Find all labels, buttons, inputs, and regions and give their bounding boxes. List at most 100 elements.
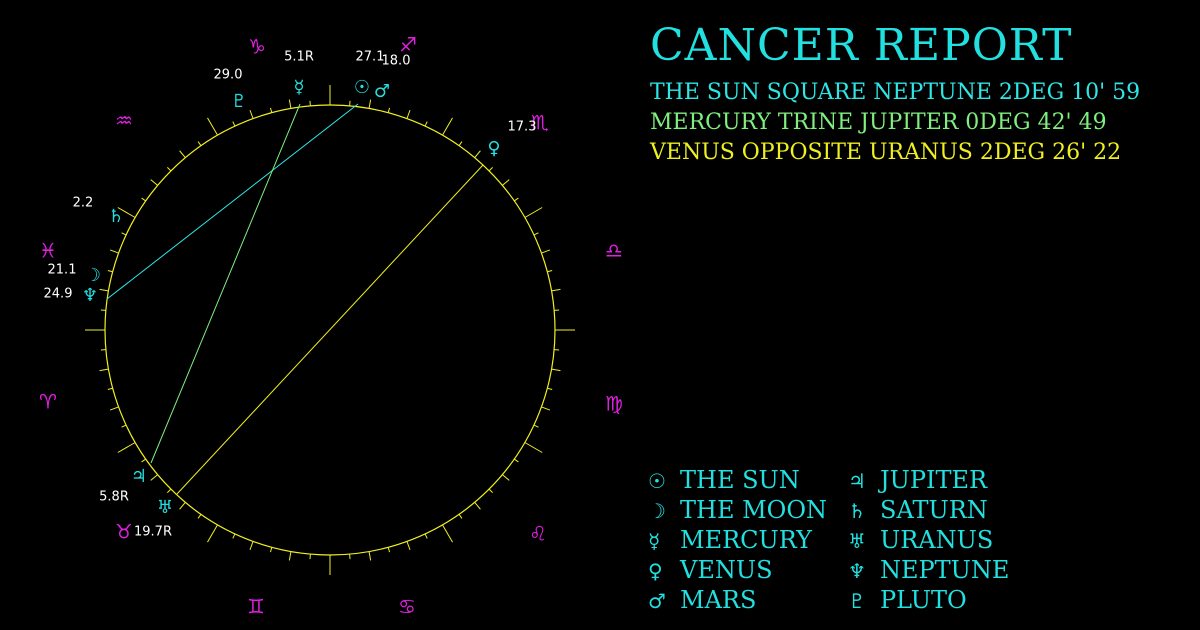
wheel-tick [179, 502, 186, 510]
capricorn-sign-icon: ♑ [248, 35, 266, 59]
aspect-sun-square-neptune: THE SUN SQUARE NEPTUNE 2DEG 10' 59 [650, 80, 1141, 105]
neptune-planet-icon: ♆ [82, 285, 98, 306]
mars-planet-icon: ♂ [374, 81, 390, 102]
pluto-icon: ♇ [848, 589, 866, 613]
wheel-tick [121, 232, 127, 236]
neptune-icon: ♆ [848, 559, 866, 583]
leo-sign-icon: ♌ [529, 522, 547, 546]
report-title: CANCER REPORT [650, 20, 1073, 71]
aspect-line-mercury-jupiter [150, 103, 301, 464]
mercury-degree-label: 5.1R [284, 50, 314, 65]
aquarius-sign-icon: ♒ [115, 109, 133, 133]
wheel-tick [524, 207, 543, 218]
libra-sign-icon: ♎ [605, 239, 623, 263]
legend-item-mars: ♂ MARS [648, 586, 756, 614]
wheel-tick [442, 524, 453, 543]
wheel-tick [406, 541, 411, 551]
jupiter-planet-icon: ♃ [131, 466, 147, 487]
legend-label: SATURN [880, 496, 988, 524]
mars-icon: ♂ [648, 589, 666, 613]
wheel-tick [368, 551, 372, 561]
wheel-tick [288, 551, 292, 561]
wheel-tick [502, 474, 510, 481]
legend-item-jupiter: ♃ JUPITER [848, 466, 987, 494]
saturn-planet-icon: ♄ [108, 206, 124, 227]
wheel-tick [249, 109, 254, 119]
wheel-tick [207, 524, 218, 543]
wheel-tick [514, 197, 519, 202]
saturn-icon: ♄ [848, 499, 866, 523]
legend-label: THE SUN [680, 466, 800, 494]
wheel-tick [488, 167, 493, 172]
gemini-sign-icon: ♊ [247, 595, 265, 619]
wheel-tick [547, 269, 553, 273]
wheel-tick [424, 533, 428, 539]
uranus-degree-label: 19.7R [134, 525, 172, 540]
legend-item-mercury: ☿ MERCURY [648, 526, 812, 554]
wheel-tick [269, 107, 273, 113]
venus-planet-icon: ♀ [487, 138, 500, 159]
wheel-tick [107, 387, 113, 391]
uranus-icon: ♅ [848, 529, 866, 553]
virgo-sign-icon: ♍ [605, 392, 623, 416]
moon-planet-icon: ☽ [85, 265, 101, 286]
aspect-line-sun-neptune [106, 103, 359, 300]
wheel-tick [524, 442, 543, 453]
wheel-tick [288, 99, 292, 109]
pluto-degree-label: 29.0 [214, 68, 243, 83]
wheel-tick [121, 424, 127, 428]
wheel-tick [424, 121, 428, 127]
jupiter-icon: ♃ [848, 469, 866, 493]
sun-degree-label: 27.1 [356, 50, 385, 65]
sagittarius-sign-icon: ♐ [399, 33, 417, 57]
wheel-tick [533, 424, 539, 428]
legend-label: JUPITER [880, 466, 988, 494]
wheel-tick [474, 150, 481, 158]
aries-sign-icon: ♈ [39, 390, 57, 414]
wheel-tick [232, 533, 236, 539]
cancer-sign-icon: ♋ [398, 595, 416, 619]
wheel-tick [547, 387, 553, 391]
legend-label: MERCURY [680, 526, 812, 554]
moon-icon: ☽ [648, 499, 666, 523]
legend-label: MARS [680, 586, 757, 614]
wheel-tick [551, 288, 561, 292]
wheel-tick [387, 107, 391, 113]
pisces-sign-icon: ♓ [39, 239, 57, 263]
legend-item-sun: ☉ THE SUN [648, 466, 800, 494]
wheel-tick [141, 458, 146, 463]
natal-chart-wheel: ♑♐♏♎♍♌♋♊♉♈♓♒♇29.0☿5.1R☉27.1♂18.0♀17.3♄2.… [39, 33, 623, 619]
wheel-tick [179, 150, 186, 158]
wheel-tick [207, 117, 218, 136]
wheel-tick [488, 488, 493, 493]
wheel-tick [249, 541, 254, 551]
taurus-sign-icon: ♉ [115, 520, 133, 544]
legend-item-uranus: ♅ URANUS [848, 526, 993, 554]
wheel-tick [150, 474, 158, 481]
sun-icon: ☉ [648, 469, 666, 493]
wheel-tick [474, 502, 481, 510]
wheel-tick [232, 121, 236, 127]
mars-degree-label: 18.0 [382, 54, 411, 69]
wheel-tick [99, 288, 109, 292]
neptune-degree-label: 24.9 [44, 287, 73, 302]
wheel-tick [109, 249, 119, 254]
wheel-tick [458, 141, 463, 146]
wheel-tick [167, 167, 172, 172]
wheel-tick [502, 179, 510, 186]
wheel-tick [541, 249, 551, 254]
legend-label: URANUS [880, 526, 994, 554]
pluto-planet-icon: ♇ [231, 91, 247, 112]
legend-label: THE MOON [680, 496, 828, 524]
wheel-tick [541, 406, 551, 411]
legend-item-pluto: ♇PLUTO [848, 586, 967, 614]
wheel-tick [269, 547, 273, 553]
wheel-tick [109, 406, 119, 411]
wheel-tick [458, 514, 463, 519]
saturn-degree-label: 2.2 [73, 196, 94, 211]
wheel-tick [141, 197, 146, 202]
legend-item-saturn: ♄ SATURN [848, 496, 988, 524]
wheel-tick [551, 368, 561, 372]
mercury-icon: ☿ [648, 529, 661, 553]
legend-label: VENUS [680, 556, 773, 584]
